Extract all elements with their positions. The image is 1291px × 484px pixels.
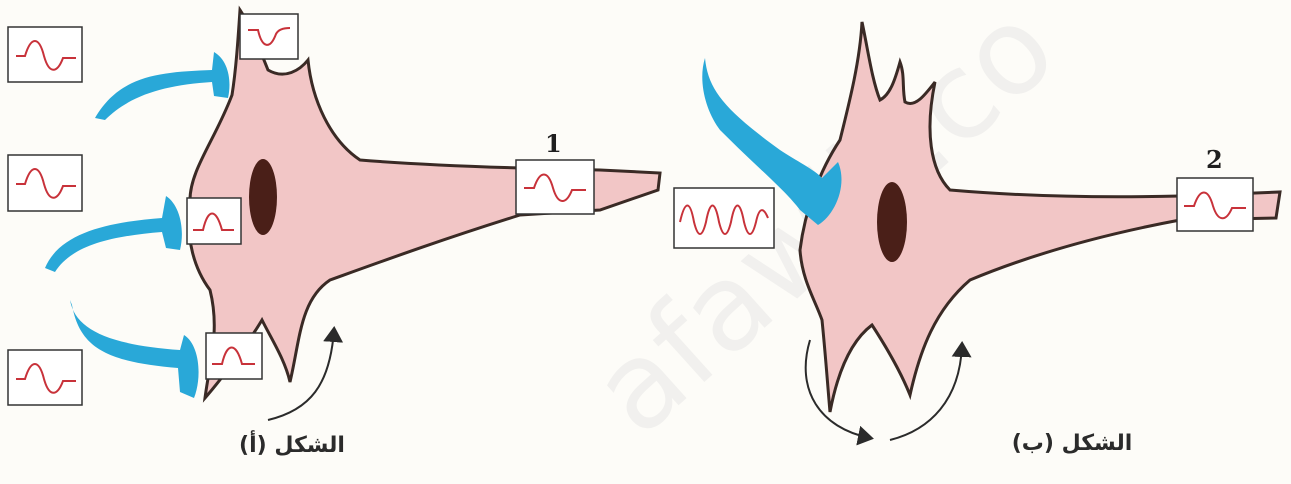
nucleus-a [249,159,277,235]
postsynaptic-trace-a-middle [187,198,241,244]
nucleus-b [877,182,907,262]
postsynaptic-trace-a-top [240,14,298,59]
input-trace-a-2 [8,155,82,211]
axon-label-2: 2 [1206,145,1223,174]
synapse-a-top [95,52,229,120]
input-trace-a-1 [8,27,82,82]
axon-trace-box-b [1177,178,1253,231]
figure-b-caption: الشكل (ب) [1012,431,1133,456]
input-trace-b-train [674,188,774,248]
input-trace-a-3 [8,350,82,405]
synapse-a-bottom [70,300,199,398]
figure-a: 1 [8,10,660,458]
figure-a-caption: الشكل (أ) [239,429,345,458]
postsynaptic-trace-a-bottom [206,333,262,379]
axon-label-1: 1 [545,129,562,158]
